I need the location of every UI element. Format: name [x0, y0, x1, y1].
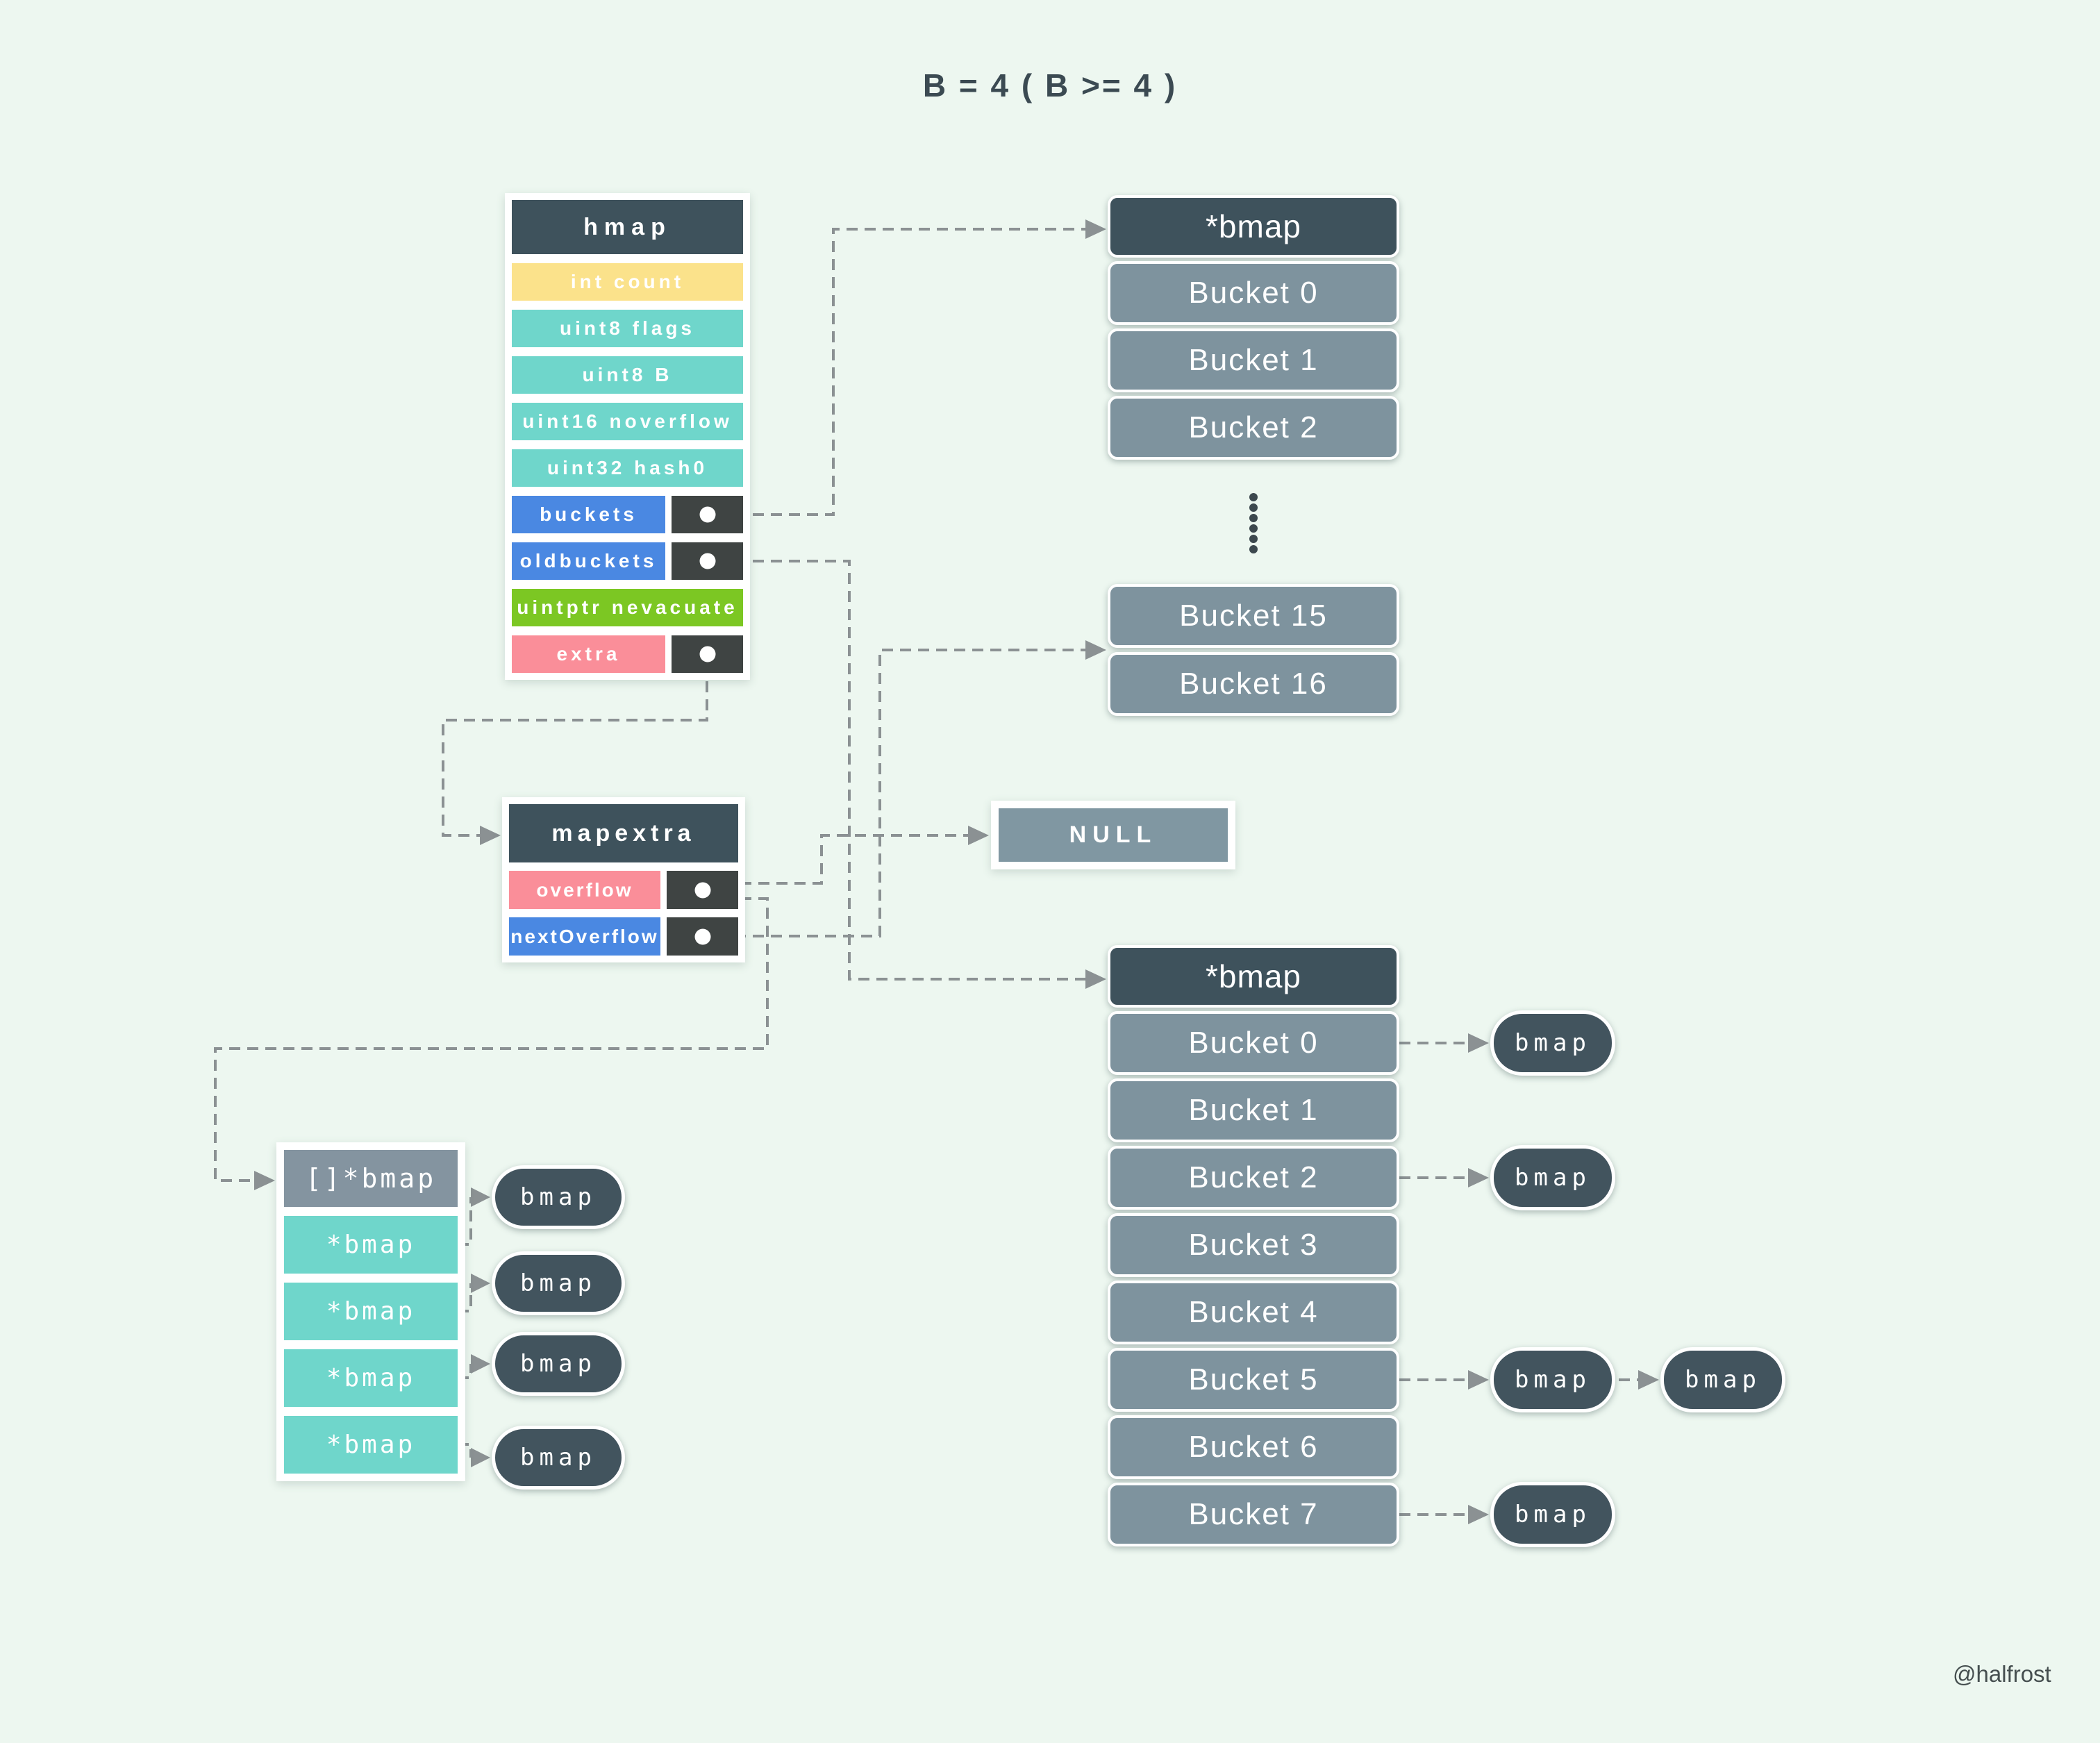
pointer-cell-oldbuckets [672, 542, 743, 580]
overflow-bucket-array: []*bmap *bmap *bmap *bmap *bmap [276, 1142, 465, 1481]
hmap-header: hmap [512, 200, 743, 254]
pointer-cell-overflow [667, 871, 738, 909]
overflow-array-row-label: *bmap [284, 1349, 458, 1407]
connector-overflow-to-null [740, 834, 968, 885]
field-label-int-count: int count [512, 263, 743, 301]
bucket-bucket-5: Bucket 5 [1108, 1348, 1399, 1412]
field-label-uint8-flags: uint8 flags [512, 310, 743, 347]
bmap-node: bmap [492, 1165, 625, 1229]
arrowhead-icon [254, 1171, 275, 1190]
bucket-bucket-0: Bucket 0 [1108, 261, 1399, 325]
arrowhead-icon [1085, 969, 1106, 989]
arrowhead-icon [1638, 1370, 1659, 1390]
field-extra: extra [512, 635, 743, 673]
arrowhead-icon [471, 1354, 490, 1374]
arrowhead-icon [1468, 1168, 1489, 1187]
field-label-extra: extra [512, 635, 665, 673]
field-label-oldbuckets: oldbuckets [512, 542, 665, 580]
null-box: NULL [991, 801, 1235, 869]
hmap-struct: hmap int count uint8 flags uint8 B uint16 n… [505, 193, 750, 680]
bucket-bucket-0: Bucket 0 [1108, 1011, 1399, 1075]
arrowhead-icon [1468, 1033, 1489, 1053]
field-label-buckets: buckets [512, 496, 665, 533]
bmap-node: bmap [1490, 1010, 1615, 1076]
field-uintptr-nevacuate: uintptr nevacuate [512, 589, 743, 626]
bucket-bucket-7: Bucket 7 [1108, 1483, 1399, 1546]
connector-oldbuckets-to-old-array [717, 560, 1085, 981]
overflow-array-row-label: *bmap [284, 1216, 458, 1274]
pointer-dot-icon [694, 928, 710, 944]
field-label-uint8-b: uint8 B [512, 356, 743, 394]
arrowhead-icon [471, 1448, 490, 1467]
pointer-cell-nextoverflow [667, 917, 738, 956]
arrowhead-icon [1468, 1370, 1489, 1390]
field-label-nextoverflow: nextOverflow [509, 917, 660, 956]
bucket-bucket-3: Bucket 3 [1108, 1213, 1399, 1277]
arrowhead-icon [1468, 1505, 1489, 1524]
pointer-dot-icon [699, 553, 715, 569]
pointer-cell-extra [672, 635, 743, 673]
arrowhead-icon [968, 826, 989, 845]
overflow-array-row: *bmap [284, 1349, 458, 1407]
bmap-node: bmap [1490, 1482, 1615, 1547]
field-overflow: overflow [509, 871, 738, 909]
new-bucket-array-header: *bmap [1108, 195, 1399, 258]
field-label-uint16-noverflow: uint16 noverflow [512, 403, 743, 440]
bmap-node: bmap [492, 1251, 625, 1315]
bucket-bucket-1: Bucket 1 [1108, 328, 1399, 392]
pointer-dot-icon [699, 506, 715, 523]
bucket-bucket-16: Bucket 16 [1108, 652, 1399, 716]
bucket-bucket-6: Bucket 6 [1108, 1415, 1399, 1479]
bucket-bucket-4: Bucket 4 [1108, 1281, 1399, 1344]
field-uint8-flags: uint8 flags [512, 310, 743, 347]
field-nextoverflow: nextOverflow [509, 917, 738, 956]
mapextra-struct: mapextra overflow nextOverflow [502, 797, 745, 962]
ellipsis-dots-icon [1249, 493, 1258, 553]
arrowhead-icon [480, 826, 501, 845]
bmap-node: bmap [1490, 1347, 1615, 1412]
watermark: @halfrost [1953, 1661, 2051, 1687]
bmap-node: bmap [492, 1426, 625, 1490]
connector-buckets-to-new-array [717, 228, 1085, 516]
field-uint32-hash0: uint32 hash0 [512, 449, 743, 487]
mapextra-header: mapextra [509, 804, 738, 862]
old-bucket-array-header: *bmap [1108, 945, 1399, 1008]
pointer-dot-icon [699, 646, 715, 662]
arrowhead-icon [1085, 219, 1106, 239]
diagram-title: B = 4 ( B >= 4 ) [922, 67, 1178, 103]
bucket-bucket-2: Bucket 2 [1108, 1146, 1399, 1210]
field-label-overflow: overflow [509, 871, 660, 909]
arrowhead-icon [471, 1274, 490, 1293]
field-buckets: buckets [512, 496, 743, 533]
field-label-uint32-hash0: uint32 hash0 [512, 449, 743, 487]
overflow-array-row: *bmap [284, 1216, 458, 1274]
null-label: NULL [999, 808, 1228, 862]
pointer-cell-buckets [672, 496, 743, 533]
overflow-array-row: *bmap [284, 1416, 458, 1474]
overflow-array-row: *bmap [284, 1283, 458, 1340]
connector-nextoverflow-to-bucket16 [717, 649, 1085, 937]
bmap-node: bmap [492, 1332, 625, 1396]
field-uint16-noverflow: uint16 noverflow [512, 403, 743, 440]
bmap-node-chained: bmap [1660, 1347, 1785, 1412]
arrowhead-icon [471, 1187, 490, 1207]
bucket-bucket-2: Bucket 2 [1108, 396, 1399, 460]
overflow-array-row-label: *bmap [284, 1283, 458, 1340]
field-label-uintptr-nevacuate: uintptr nevacuate [512, 589, 743, 626]
field-oldbuckets: oldbuckets [512, 542, 743, 580]
arrowhead-icon [1085, 640, 1106, 660]
bmap-node: bmap [1490, 1145, 1615, 1210]
overflow-array-row-label: *bmap [284, 1416, 458, 1474]
overflow-array-header: []*bmap [284, 1150, 458, 1207]
field-uint8-b: uint8 B [512, 356, 743, 394]
bucket-bucket-15: Bucket 15 [1108, 584, 1399, 648]
bucket-bucket-1: Bucket 1 [1108, 1078, 1399, 1142]
pointer-dot-icon [694, 882, 710, 898]
field-int-count: int count [512, 263, 743, 301]
